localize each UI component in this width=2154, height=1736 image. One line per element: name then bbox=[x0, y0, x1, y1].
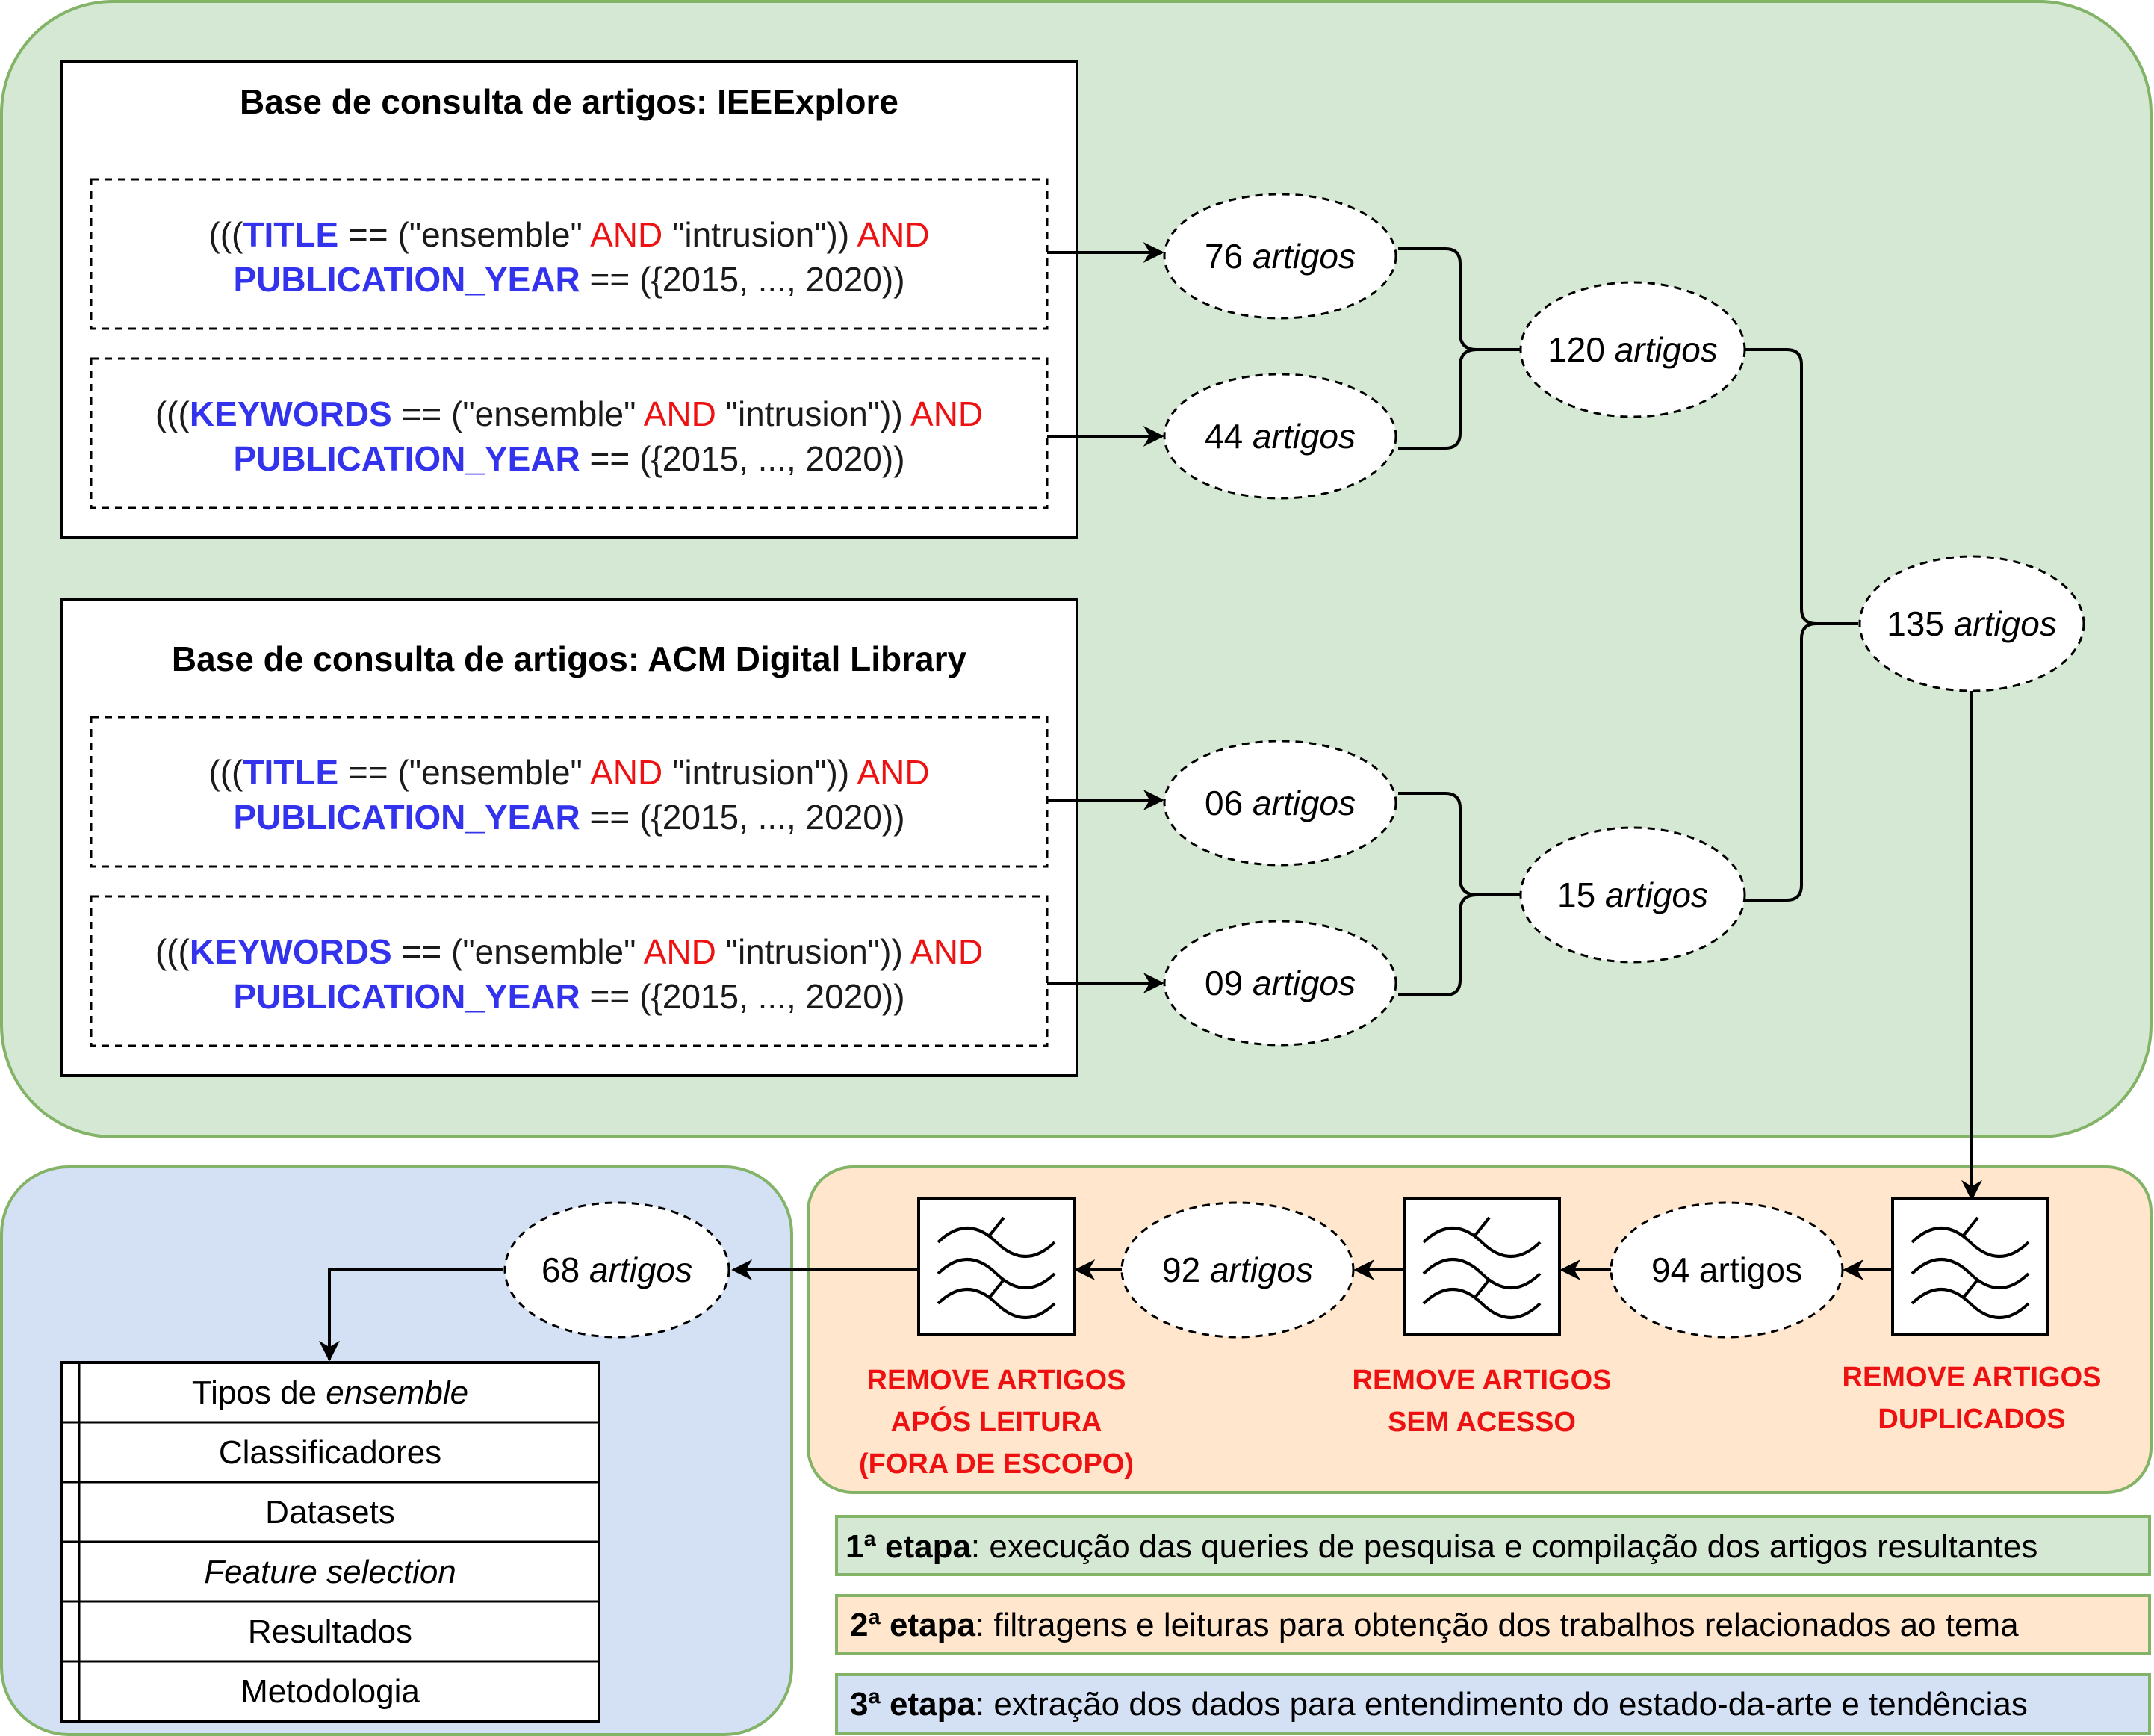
ieee-title-query: (((TITLE == ("ensemble" AND "intrusion")… bbox=[90, 178, 1049, 330]
query-line-1: (((KEYWORDS == ("ensemble" AND "intrusio… bbox=[155, 932, 983, 971]
count-92-artigos: 92 artigos bbox=[1120, 1201, 1355, 1339]
svg-text:09 artigos: 09 artigos bbox=[1205, 964, 1356, 1002]
table-row: Resultados bbox=[248, 1613, 412, 1650]
filter-duplicados: REMOVE ARTIGOS DUPLICADOS bbox=[1843, 1197, 2102, 1435]
svg-text:76 artigos: 76 artigos bbox=[1205, 237, 1356, 276]
filter-label-line: REMOVE ARTIGOS bbox=[1353, 1365, 1612, 1396]
acm-title-query: (((TITLE == ("ensemble" AND "intrusion")… bbox=[90, 716, 1049, 868]
stage2-connectors bbox=[319, 1259, 1893, 1362]
filter-label-line: APÓS LEITURA bbox=[891, 1405, 1102, 1438]
query-line-2: PUBLICATION_YEAR == ({2015, ..., 2020)) bbox=[233, 439, 904, 478]
table-row: Classificadores bbox=[219, 1434, 441, 1471]
count-15-artigos: 15 artigos bbox=[1519, 826, 1746, 964]
filter-wave-icon bbox=[1911, 1216, 2030, 1319]
filter-sem-acesso: REMOVE ARTIGOS SEM ACESSO bbox=[1353, 1197, 1612, 1438]
filter-label-line: DUPLICADOS bbox=[1878, 1404, 2065, 1435]
query-line-2: PUBLICATION_YEAR == ({2015, ..., 2020)) bbox=[233, 260, 904, 299]
svg-text:15 artigos: 15 artigos bbox=[1557, 875, 1708, 914]
filter-leitura: REMOVE ARTIGOS APÓS LEITURA (FORA DE ESC… bbox=[859, 1197, 1134, 1480]
query-line-2: PUBLICATION_YEAR == ({2015, ..., 2020)) bbox=[233, 977, 904, 1016]
acm-title: Base de consulta de artigos: ACM Digital… bbox=[172, 639, 967, 678]
filter-label-line: REMOVE ARTIGOS bbox=[1843, 1362, 2102, 1393]
brace-06-09-to-15 bbox=[1398, 792, 1520, 996]
table-row: Tipos de ensemble bbox=[192, 1374, 468, 1411]
query-line-1: (((KEYWORDS == ("ensemble" AND "intrusio… bbox=[155, 394, 983, 433]
brace-76-44-to-120 bbox=[1398, 247, 1520, 450]
extraction-table: Tipos de ensemble Classificadores Datase… bbox=[60, 1361, 600, 1723]
legend-stage1: 1ª etapa: execução das queries de pesqui… bbox=[835, 1515, 2151, 1576]
svg-text:68 artigos: 68 artigos bbox=[541, 1250, 692, 1289]
svg-text:44 artigos: 44 artigos bbox=[1205, 417, 1356, 456]
table-row: Datasets bbox=[265, 1494, 395, 1531]
filter-label-line: SEM ACESSO bbox=[1388, 1407, 1576, 1438]
count-135-artigos: 135 artigos bbox=[1858, 555, 2085, 692]
svg-text:06 artigos: 06 artigos bbox=[1205, 784, 1356, 822]
count-68-artigos: 68 artigos bbox=[503, 1201, 730, 1339]
filter-wave-icon bbox=[1422, 1216, 1542, 1319]
count-94-artigos: 94 artigos bbox=[1610, 1201, 1844, 1339]
svg-text:92 artigos: 92 artigos bbox=[1162, 1250, 1313, 1289]
arrow-68-to-table bbox=[319, 1268, 503, 1362]
count-120-artigos: 120 artigos bbox=[1519, 281, 1746, 418]
svg-text:1ª etapa: execução das queries: 1ª etapa: execução das queries de pesqui… bbox=[845, 1528, 2037, 1565]
svg-text:135 artigos: 135 artigos bbox=[1887, 604, 2057, 643]
stage1-connectors bbox=[1047, 242, 1982, 1201]
legend-stage3: 3ª etapa: extração dos dados para entend… bbox=[835, 1673, 2151, 1735]
filter-wave-icon bbox=[937, 1216, 1056, 1319]
ieee-keywords-query: (((KEYWORDS == ("ensemble" AND "intrusio… bbox=[90, 357, 1049, 509]
legend-stage2: 2ª etapa: filtragens e leituras para obt… bbox=[835, 1594, 2151, 1655]
svg-text:3ª etapa: extração dos dados p: 3ª etapa: extração dos dados para entend… bbox=[850, 1686, 2028, 1723]
count-06-artigos: 06 artigos bbox=[1163, 740, 1397, 867]
query-line-1: (((TITLE == ("ensemble" AND "intrusion")… bbox=[208, 215, 929, 254]
acm-keywords-query: (((KEYWORDS == ("ensemble" AND "intrusio… bbox=[90, 895, 1049, 1047]
query-line-2: PUBLICATION_YEAR == ({2015, ..., 2020)) bbox=[233, 798, 904, 837]
ieee-title: Base de consulta de artigos: IEEExplore bbox=[240, 82, 898, 121]
count-76-artigos: 76 artigos bbox=[1163, 193, 1397, 320]
table-row: Feature selection bbox=[204, 1554, 456, 1590]
svg-text:2ª etapa: filtragens e leitura: 2ª etapa: filtragens e leituras para obt… bbox=[850, 1607, 2019, 1643]
query-line-1: (((TITLE == ("ensemble" AND "intrusion")… bbox=[208, 753, 929, 792]
filter-label-line: REMOVE ARTIGOS bbox=[867, 1365, 1126, 1396]
ieee-query-box: Base de consulta de artigos: IEEExplore … bbox=[60, 60, 1078, 539]
count-44-artigos: 44 artigos bbox=[1163, 373, 1397, 500]
brace-120-15-to-135 bbox=[1745, 348, 1858, 902]
svg-text:120 artigos: 120 artigos bbox=[1548, 330, 1718, 369]
table-row: Metodologia bbox=[240, 1673, 420, 1710]
count-09-artigos: 09 artigos bbox=[1163, 920, 1397, 1047]
filter-label-line: (FORA DE ESCOPO) bbox=[859, 1448, 1134, 1480]
acm-query-box: Base de consulta de artigos: ACM Digital… bbox=[60, 598, 1078, 1077]
svg-text:94 artigos: 94 artigos bbox=[1651, 1250, 1802, 1289]
